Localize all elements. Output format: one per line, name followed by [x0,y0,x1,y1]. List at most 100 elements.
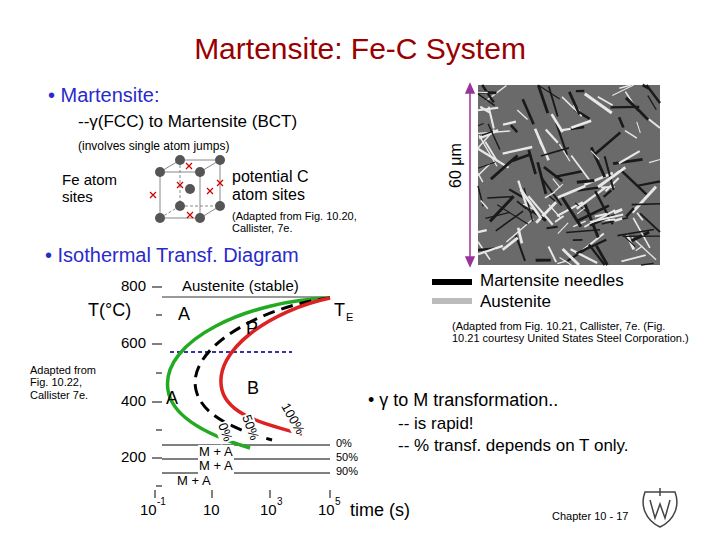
needle [576,90,584,92]
needle [552,114,563,132]
needle [546,227,557,228]
legend-bar [432,279,472,285]
sub-point: --γ(FCC) to Martensite (BCT) [78,112,297,131]
needle [549,86,558,116]
needle [605,156,614,190]
needle [613,159,643,163]
needle [478,123,484,125]
needle [573,239,583,241]
needle [637,122,641,133]
tick-label: 200 [100,449,146,466]
percent-label: 0% [336,437,352,449]
needle [557,261,566,264]
needle [595,133,620,155]
part-label: potential C atom sites [232,168,347,204]
needle [636,246,643,251]
tick-label: 600 [100,335,146,352]
region-label: M + A [198,445,234,460]
needle [626,208,634,217]
carbon-sites [150,163,223,218]
needle [585,94,612,113]
page-number: Chapter 10 - 17 [552,510,628,522]
needle [604,190,612,196]
tick-label: 400 [100,393,146,410]
needle [621,255,645,261]
needle [571,155,589,180]
region-label: M + A [198,459,234,474]
legend-text: Martensite needles [480,271,624,290]
needle [538,85,560,99]
needle [518,228,522,244]
needle [617,230,654,236]
needle [478,108,498,110]
needle [555,171,582,177]
needle [640,213,660,232]
needle [571,121,591,128]
curve-label: 50% [238,412,261,443]
needle [614,218,622,220]
needle [619,85,631,88]
needle [549,247,557,263]
axis-ticks [152,287,330,498]
needle [478,91,496,95]
needle [529,150,536,174]
tick-label: 10 [203,502,220,519]
needle [619,117,623,127]
tick-label: 800 [100,278,146,295]
needle [478,149,509,168]
curve-label: T [334,300,345,320]
needle [503,122,516,125]
crystal-cell [160,160,220,218]
needle [481,200,488,208]
legend-text: Austenite [480,292,551,311]
tick-label: 10 [318,502,335,519]
logo [643,488,677,527]
region-label: P [246,318,258,338]
bullet-heading: • Isothermal Transf. Diagram [45,244,299,266]
curve-label: 100% [277,400,307,438]
tick-label: -1 [157,496,166,507]
needle [558,186,585,198]
tick-label: 10 [140,502,157,519]
needle [619,151,640,163]
region-label: B [247,378,259,398]
sub-point: -- is rapid! [398,414,474,433]
needle [569,92,579,115]
needle [623,235,660,236]
region-label: Austenite (stable) [182,278,299,295]
needle [546,129,558,142]
needle [632,203,660,206]
needle [488,124,500,150]
needle [544,167,562,181]
needle [641,263,654,265]
bullet-heading: • Martensite: [48,84,159,106]
needle [541,148,569,156]
needle [539,142,545,152]
micrograph [478,85,660,265]
needle [478,173,483,182]
region-label: A [166,388,178,408]
needle [576,240,606,254]
needle [503,238,518,250]
needle [482,131,493,135]
axis-title: T(°C) [88,300,131,320]
needle [563,249,579,265]
needle [485,142,497,162]
needle [478,162,495,168]
source-note: (Adapted from Fig. 10.20, Callister, 7e. [232,210,372,235]
needle [648,96,656,110]
source-note: Adapted from Fig. 10.22, Callister 7e. [30,364,116,401]
needle [625,131,637,138]
needle [478,91,488,93]
needle [478,230,487,232]
needle [487,197,512,198]
needle [549,205,560,218]
region-label: A [178,304,190,324]
tick-label: 5 [335,496,341,507]
region-label: M + A [176,474,212,489]
needle [536,259,551,262]
needle [646,85,660,103]
needle [637,181,660,185]
scale-bar [466,84,474,266]
te-line [162,297,330,298]
